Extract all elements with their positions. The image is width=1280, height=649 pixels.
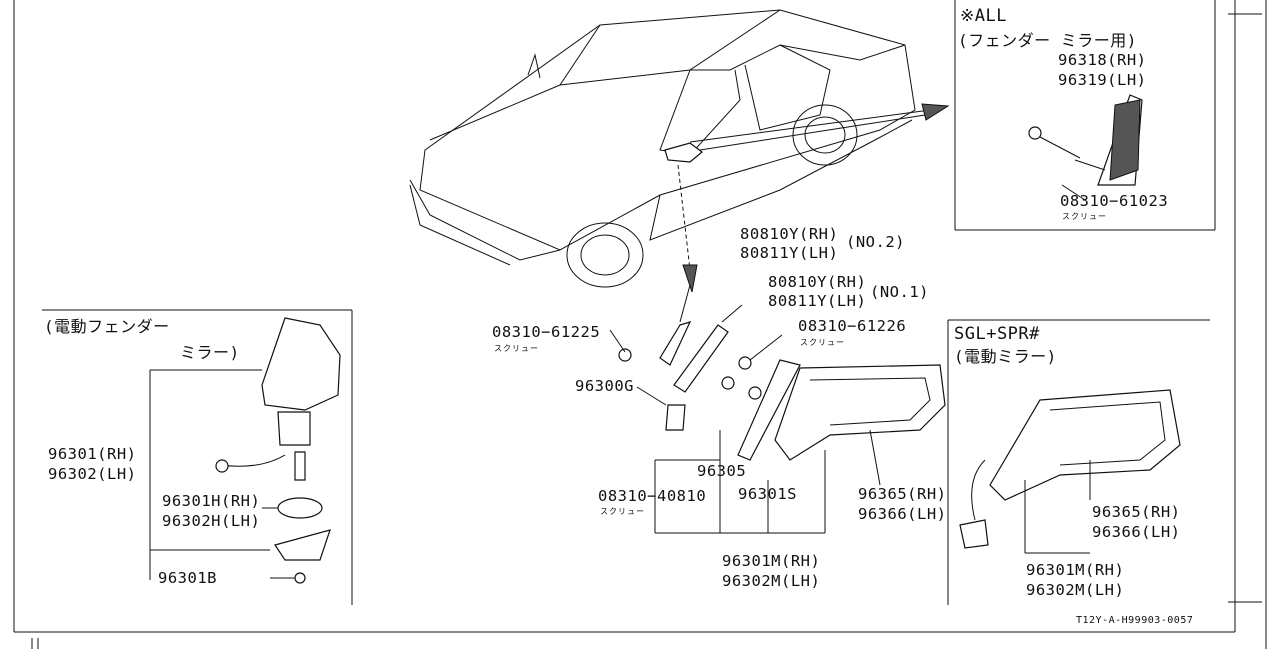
sgl-spr-assy-lh: 96302M(LH) (1026, 581, 1125, 599)
fender-mirror-title-line2: (フェンダー ミラー用) (958, 31, 1137, 50)
screw-a-name: スクリュー (494, 344, 539, 353)
part-no2-lh: 80811Y(LH) (740, 244, 839, 262)
page-frame (13, 0, 1267, 649)
center-assy-lh: 96302M(LH) (722, 572, 821, 590)
center-assy-rh: 96301M(RH) (722, 552, 821, 570)
fender-mirror-screw-code: 08310−61023 (1060, 192, 1169, 210)
sgl-spr-cover-rh: 96365(RH) (1092, 503, 1181, 521)
car-illustration (409, 9, 916, 288)
power-fender-assy-lh: 96302(LH) (48, 465, 137, 483)
power-fender-sub-rh: 96301H(RH) (162, 492, 261, 510)
fender-mirror-box (954, 0, 1216, 231)
sgl-spr-assy-rh: 96301M(RH) (1026, 561, 1125, 579)
screw-b-name: スクリュー (800, 338, 845, 347)
sgl-spr-title-line1: SGL+SPR# (954, 324, 1040, 344)
screw-c-name: スクリュー (600, 507, 645, 516)
center-mirror-parts (609, 284, 946, 534)
glass-part: 96301S (738, 485, 797, 503)
power-fender-sub-lh: 96302H(LH) (162, 512, 261, 530)
part-no2-rh: 80810Y(RH) (740, 225, 839, 243)
sgl-spr-mirror-part (959, 389, 1181, 554)
sgl-spr-cover-lh: 96366(LH) (1092, 523, 1181, 541)
part-no2-tag: (NO.2) (846, 233, 905, 251)
power-fender-assy-rh: 96301(RH) (48, 445, 137, 463)
sgl-spr-title-line2: (電動ミラー) (954, 347, 1057, 366)
fender-mirror-title-line1: ※ALL (960, 6, 1007, 26)
fender-mirror-screw-name: スクリュー (1062, 212, 1107, 221)
power-fender-mirror-part (149, 317, 341, 584)
power-fender-title-line2: ミラー) (180, 343, 240, 362)
power-fender-box (42, 309, 353, 605)
screw-b-code: 08310−61226 (798, 317, 907, 335)
gasket-part: 96305 (697, 462, 747, 480)
center-cover-lh: 96366(LH) (858, 505, 947, 523)
fender-mirror-part-rh: 96318(RH) (1058, 51, 1147, 69)
sgl-spr-box (947, 319, 1210, 605)
power-fender-base: 96301B (158, 569, 217, 587)
part-no1-rh: 80810Y(RH) (768, 273, 867, 291)
part-no1-tag: (NO.1) (870, 283, 929, 301)
callout-arrows (677, 103, 950, 293)
center-cover-rh: 96365(RH) (858, 485, 947, 503)
part-no1-lh: 80811Y(LH) (768, 292, 867, 310)
power-fender-title-line1: (電動フェンダー (44, 317, 170, 336)
fender-mirror-part-lh: 96319(LH) (1058, 71, 1147, 89)
fender-mirror-part (1028, 94, 1143, 201)
screw-c-code: 08310−40810 (598, 487, 707, 505)
bracket-part: 96300G (575, 377, 634, 395)
document-code: T12Y-A-H99903-0057 (1076, 615, 1194, 626)
screw-a-code: 08310−61225 (492, 323, 601, 341)
